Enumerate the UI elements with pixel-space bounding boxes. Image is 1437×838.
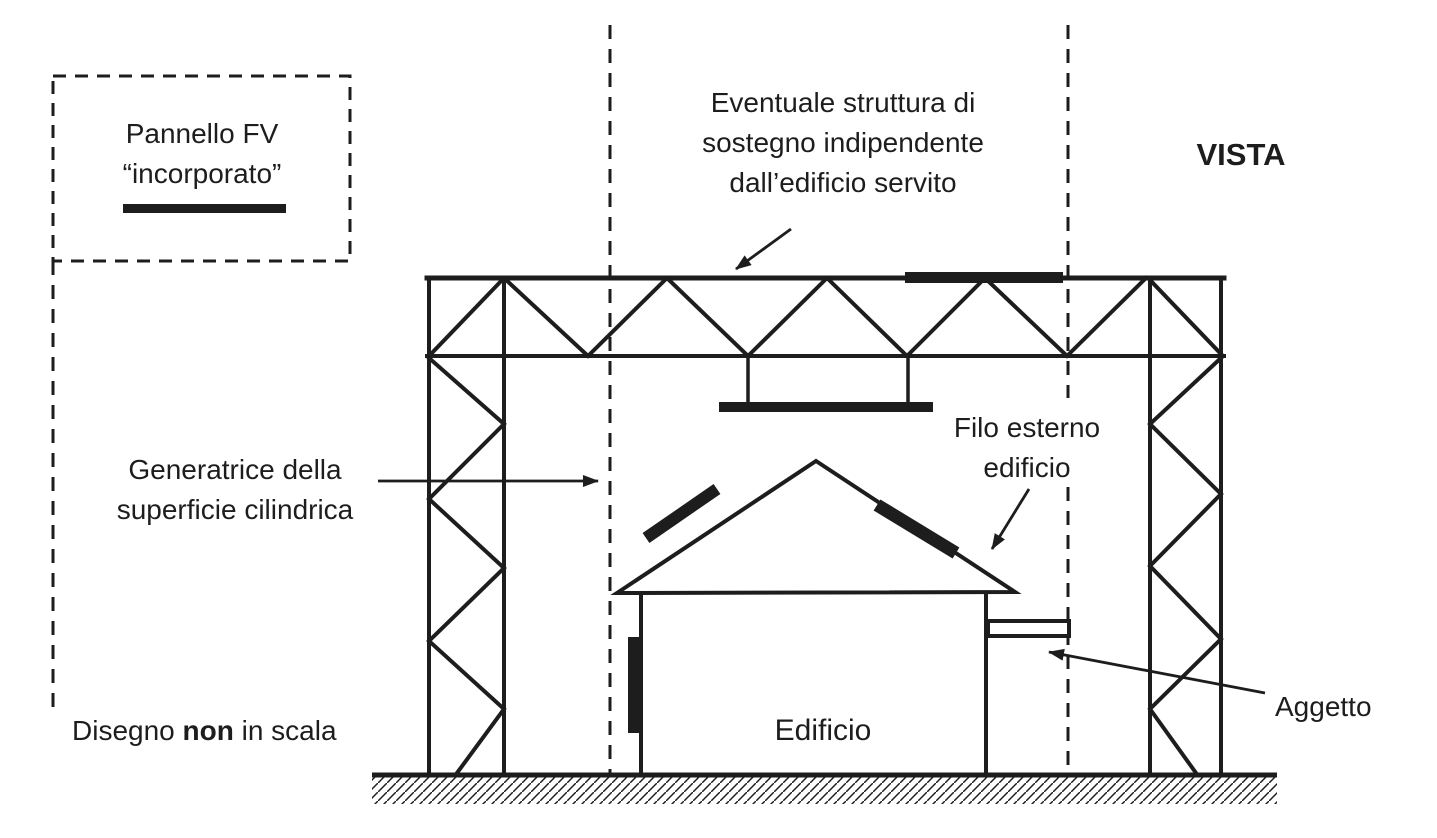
support-structure-label-line3: dall’edificio servito bbox=[729, 167, 956, 198]
wall-pv-panel-bar bbox=[628, 637, 641, 733]
support-frame bbox=[424, 275, 1227, 777]
right-column-bracing bbox=[1147, 355, 1224, 776]
roof-pv-panel-right-bar bbox=[873, 499, 960, 559]
building-label: Edificio bbox=[775, 714, 872, 747]
external-edge-label-line2: edificio bbox=[983, 452, 1070, 483]
truss-diagonals bbox=[426, 275, 1149, 359]
support-structure-label-line2: sostegno indipendente bbox=[702, 127, 984, 158]
annotation-arrows bbox=[378, 227, 1266, 695]
support-structure-arrow bbox=[735, 227, 792, 271]
suspended-pv-panel-bar bbox=[719, 402, 933, 412]
scale-note-bold-word: non bbox=[183, 715, 234, 746]
left-column-bracing bbox=[426, 355, 507, 776]
generatrix-label-line2: superficie cilindrica bbox=[117, 494, 354, 525]
view-title: VISTA bbox=[1197, 137, 1286, 172]
roof-pv-panel-left-bar bbox=[642, 484, 721, 543]
scale-note-prefix: Disegno bbox=[72, 715, 183, 746]
external-edge-arrow bbox=[990, 488, 1031, 550]
ground bbox=[372, 772, 1277, 804]
legend: Pannello FV “incorporato” bbox=[51, 74, 352, 263]
external-edge-label-line1: Filo esterno bbox=[954, 412, 1100, 443]
scale-note-suffix: in scala bbox=[234, 715, 337, 746]
overhang-shelf bbox=[986, 619, 1071, 638]
legend-pv-panel-symbol bbox=[123, 204, 286, 213]
ground-hatching bbox=[372, 777, 1277, 804]
generatrix-label-line1: Generatrice della bbox=[128, 454, 342, 485]
truss-right-bay-diagonal bbox=[1147, 277, 1224, 357]
cylindrical-surface-generatrix-lines bbox=[51, 25, 1070, 773]
support-structure-label-line1: Eventuale struttura di bbox=[711, 87, 976, 118]
overhang-label: Aggetto bbox=[1275, 691, 1372, 722]
legend-title-line1: Pannello FV bbox=[126, 118, 279, 149]
top-chord-pv-panel-bar bbox=[905, 272, 1063, 283]
building bbox=[610, 458, 1071, 775]
suspended-pv-panel-assembly bbox=[719, 356, 933, 412]
legend-title-line2: “incorporato” bbox=[123, 158, 282, 189]
overhang-arrow bbox=[1048, 648, 1266, 695]
scale-note: Disegno non in scala bbox=[72, 715, 337, 746]
